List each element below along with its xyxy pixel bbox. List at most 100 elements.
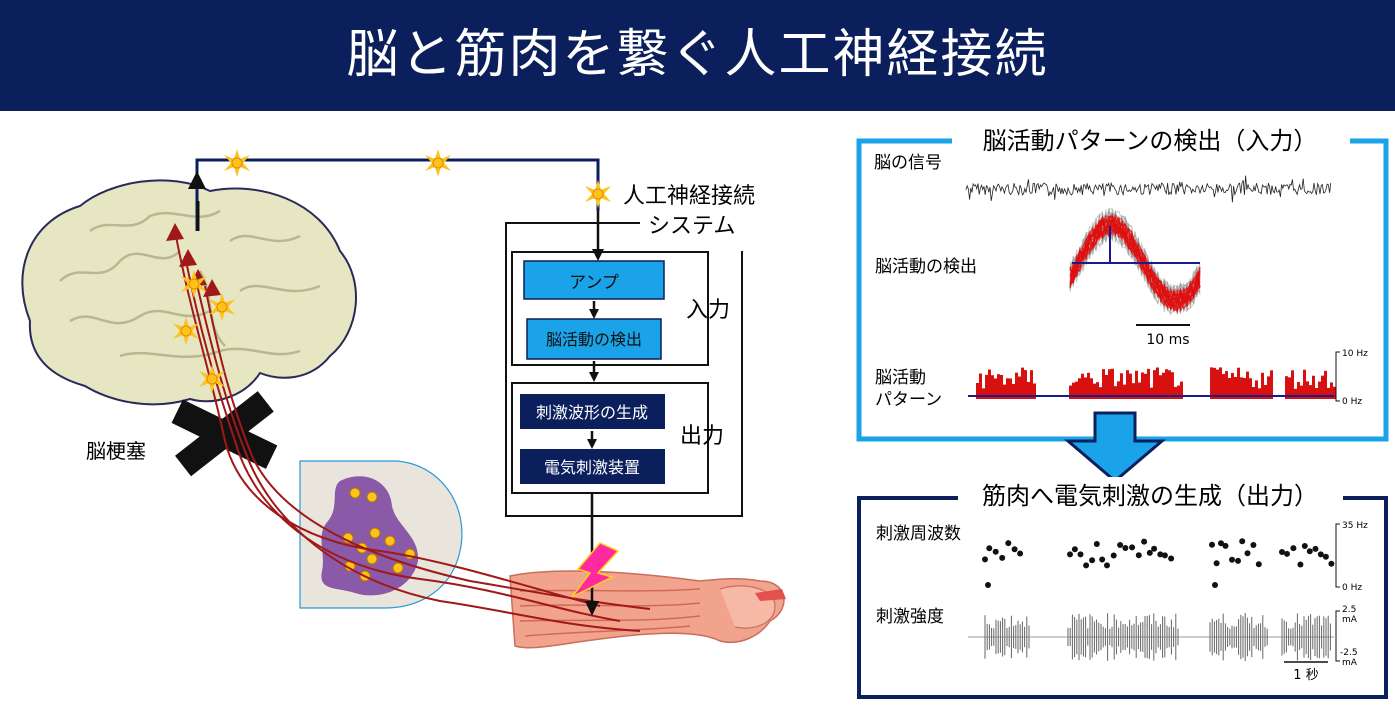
frequency-dot — [1244, 550, 1251, 557]
histogram-bar — [1135, 370, 1138, 399]
histogram-bar — [1003, 384, 1006, 399]
frequency-dot — [1322, 553, 1329, 560]
histogram-bar — [1120, 373, 1123, 399]
histogram-bar — [1303, 369, 1306, 399]
stimulator-label: 電気刺激装置 — [544, 458, 640, 477]
rate-axis — [1335, 351, 1340, 402]
histogram-bar — [1000, 374, 1003, 399]
histogram-bar — [1294, 388, 1297, 399]
page-title: 脳と筋肉を繋ぐ人工神経接続 — [0, 0, 1395, 111]
raw-signal-line — [965, 175, 1332, 203]
frequency-dot — [1312, 545, 1319, 552]
frequency-dot — [1229, 556, 1235, 563]
histogram-bar — [1072, 382, 1075, 399]
waveform-block — [520, 394, 665, 429]
frequency-dot — [1279, 549, 1285, 555]
histogram-bar — [1321, 375, 1324, 399]
activity-pattern-label-line1: 脳活動 — [875, 368, 926, 388]
wire-arrow-up — [188, 171, 206, 189]
frequency-dot — [1083, 562, 1090, 569]
frequency-dot — [1110, 552, 1117, 559]
frequency-dot — [1017, 550, 1024, 557]
intensity-axis-top: 2.5 — [1342, 605, 1356, 615]
frequency-dot — [1157, 551, 1164, 558]
histogram-bar — [1027, 381, 1030, 399]
freq-axis-top: 35 Hz — [1342, 521, 1368, 531]
red-waveform — [1069, 216, 1201, 311]
frequency-dot — [982, 556, 988, 563]
frequency-dot — [1161, 552, 1168, 559]
lightning-bolt-icon — [571, 542, 620, 598]
histogram-bar — [1330, 382, 1333, 399]
histogram-bar — [1015, 372, 1018, 399]
frequency-dot — [1011, 546, 1018, 553]
histogram-bar — [1156, 367, 1159, 399]
freq-axis — [1335, 523, 1340, 588]
frequency-dot — [1067, 551, 1073, 558]
histogram-bar — [1315, 387, 1318, 399]
freq-axis-bottom: 0 Hz — [1342, 583, 1362, 593]
histogram-bar — [1258, 388, 1261, 399]
histogram-bar — [1333, 386, 1336, 399]
detect-block — [526, 318, 662, 360]
histogram-bar — [1228, 377, 1231, 399]
histogram-bar — [1255, 380, 1258, 399]
frequency-dot — [1290, 545, 1297, 552]
histogram-bar — [1264, 384, 1267, 399]
frequency-dot — [1129, 544, 1136, 551]
histogram-bar — [1024, 370, 1027, 399]
system-block: 人工神経接続 システム 入力 アンプ 脳活動の検出 出力 刺激波形の生成 電気刺… — [505, 184, 755, 616]
scale-10ms-label: 10 ms — [1146, 332, 1189, 348]
output-panel: 筋肉へ電気刺激の生成（出力） 刺激周波数 35 Hz 0 Hz 刺激強度 2.5… — [857, 477, 1388, 699]
histogram-bar — [1219, 367, 1222, 399]
frequency-dot — [1212, 582, 1218, 588]
input-panel: 脳活動パターンの検出（入力） 脳の信号 脳活動の検出 10 ms 脳活動 パター… — [856, 123, 1389, 442]
stim-intensity-label: 刺激強度 — [876, 607, 944, 627]
frequency-dot — [1301, 543, 1308, 549]
stim-frequency-label: 刺激周波数 — [876, 524, 961, 544]
histogram-bar — [1318, 381, 1321, 399]
frequency-dot — [1104, 562, 1110, 569]
histogram-bar — [979, 373, 982, 399]
frequency-dot — [1005, 540, 1012, 547]
frequency-dot — [986, 545, 993, 552]
frequency-dot — [1250, 542, 1257, 548]
detect-label: 脳活動の検出 — [546, 330, 642, 349]
intensity-axis-top-unit: mA — [1342, 615, 1358, 625]
histogram-bar — [1102, 369, 1105, 399]
histogram-bar — [1087, 372, 1090, 399]
input-to-output-arrow — [1063, 411, 1167, 483]
frequency-dot — [1071, 546, 1078, 553]
histogram-bar — [1231, 372, 1234, 399]
histogram-bar — [1084, 377, 1087, 399]
frequency-dot — [1306, 548, 1313, 555]
frequency-dot — [1328, 560, 1335, 567]
output-label: 出力 — [680, 424, 724, 449]
histogram-bar — [1177, 385, 1180, 399]
histogram-bar — [1132, 383, 1135, 399]
frequency-dot — [1255, 561, 1262, 568]
histogram-bar — [1213, 367, 1216, 399]
brain-signal-label: 脳の信号 — [874, 153, 942, 173]
histogram-bar — [1111, 368, 1114, 399]
histogram-bar — [1249, 378, 1252, 399]
histogram-bar — [1129, 373, 1132, 399]
histogram-bar — [1237, 367, 1240, 399]
frequency-dot — [1239, 538, 1246, 545]
frequency-dot — [1218, 540, 1224, 547]
histogram-bar — [1270, 370, 1273, 399]
histogram-bar — [994, 378, 997, 399]
frequency-dot — [1235, 557, 1241, 564]
frequency-dot — [1089, 557, 1096, 564]
rate-axis-bottom: 0 Hz — [1342, 397, 1362, 407]
histogram-bar — [1267, 376, 1270, 399]
frequency-dot — [1141, 538, 1148, 545]
histogram-bar — [985, 374, 988, 399]
histogram-bar — [1099, 387, 1102, 399]
frequency-dot — [999, 554, 1006, 561]
nerve-fibers — [174, 230, 651, 632]
histogram-bar — [1288, 377, 1291, 399]
histogram-bar — [1327, 387, 1330, 399]
histogram-bar — [1081, 373, 1084, 399]
histogram-bar — [1153, 370, 1156, 399]
